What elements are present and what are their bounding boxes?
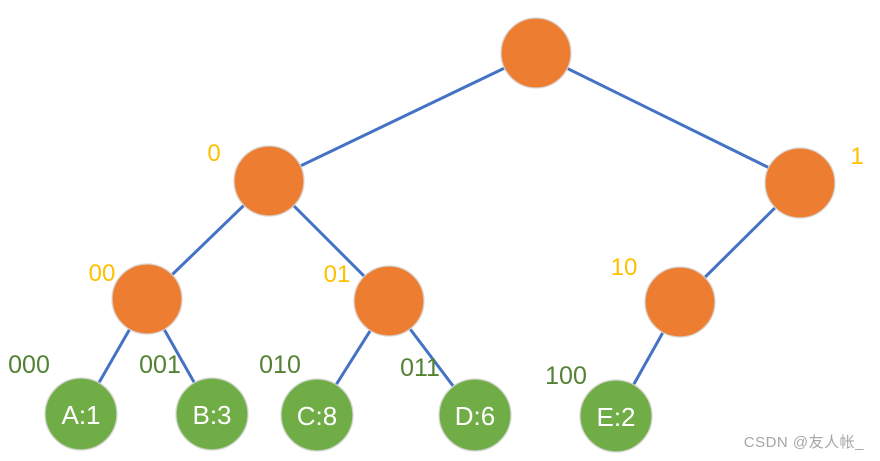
tree-edge-root-n1: [535, 51, 801, 185]
internal-node-n1: [764, 147, 836, 219]
edge-code-label-1: 1: [850, 143, 863, 170]
leaf-node-E: [579, 379, 653, 453]
leaf-node-C: [280, 378, 354, 452]
leaf-code-label-001: 001: [139, 351, 181, 379]
leaf-label-B: B:3: [192, 400, 231, 430]
edge-code-label-01: 01: [324, 261, 351, 288]
leaf-label-D: D:6: [455, 401, 495, 431]
edge-code-label-0: 0: [207, 140, 220, 167]
internal-node-n10: [644, 266, 716, 338]
leaf-code-label-000: 000: [8, 351, 50, 379]
edge-code-label-00: 00: [89, 260, 116, 287]
internal-node-n00: [111, 263, 183, 335]
leaf-code-label-100: 100: [545, 362, 587, 390]
leaf-node-A: [44, 377, 118, 451]
leaf-code-label-011: 011: [400, 354, 440, 382]
leaf-node-B: [175, 377, 249, 451]
leaf-label-C: C:8: [297, 401, 337, 431]
watermark: CSDN @友人帐_: [743, 434, 864, 451]
internal-node-n0: [233, 145, 305, 217]
leaf-code-label-010: 010: [259, 351, 301, 379]
edge-code-label-10: 10: [611, 254, 638, 281]
tree-edge-root-n0: [268, 51, 537, 183]
leaf-node-D: [438, 378, 512, 452]
leaf-label-A: A:1: [61, 400, 100, 430]
leaf-label-E: E:2: [596, 402, 635, 432]
internal-node-root: [500, 17, 572, 89]
internal-node-n01: [353, 265, 425, 337]
